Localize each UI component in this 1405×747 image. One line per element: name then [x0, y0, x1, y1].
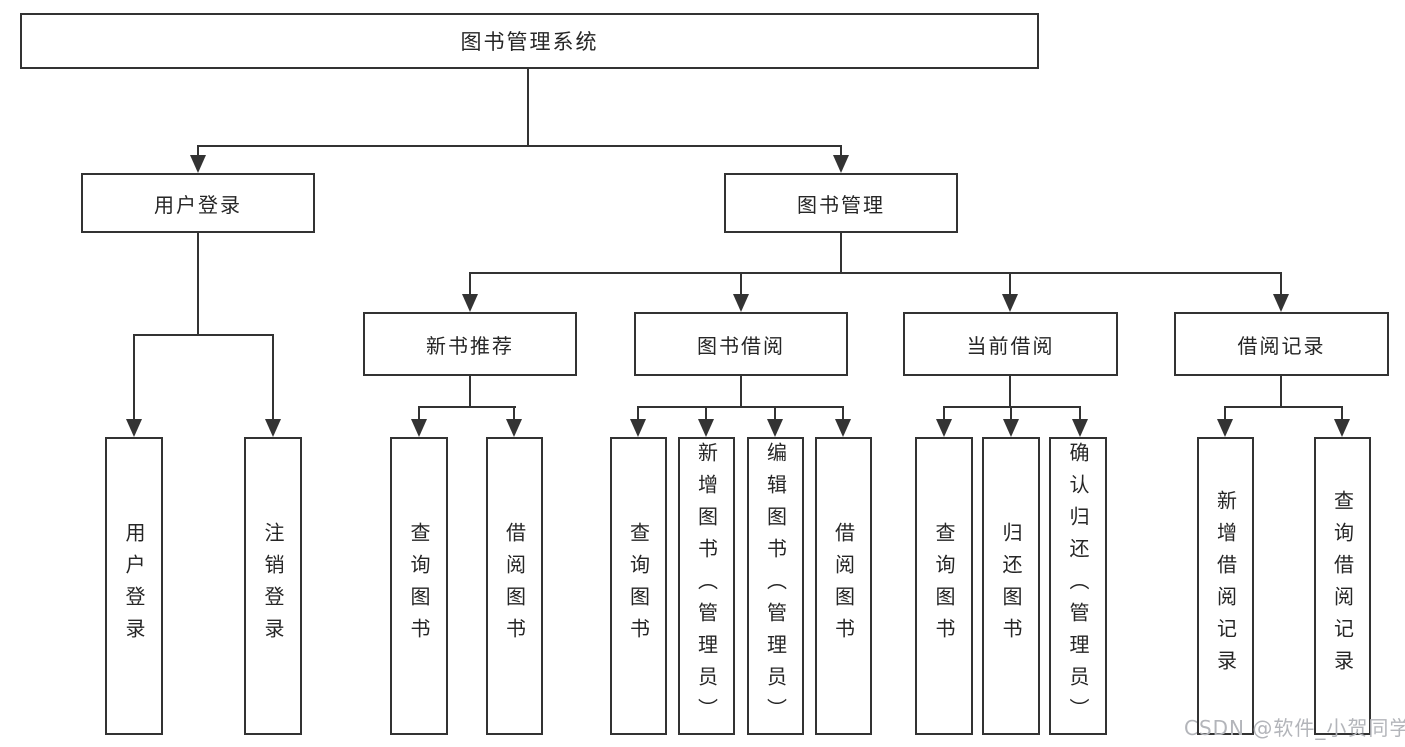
node-label: 当前借阅 — [966, 333, 1055, 358]
arrow-down-icon — [1334, 419, 1350, 437]
leaf-label: 查询借阅记录 — [1330, 490, 1355, 682]
connector-drop-leaf — [1224, 406, 1226, 420]
connector-drop-leaf — [1341, 406, 1343, 420]
node-library-management-system: 图书管理系统 — [20, 13, 1039, 69]
connector-user-login-stem — [197, 233, 199, 335]
leaf-edit-book-admin: 编辑图书（管理员） — [747, 437, 804, 735]
node-current-borrowing: 当前借阅 — [903, 312, 1118, 376]
leaf-label: 新增借阅记录 — [1213, 490, 1238, 682]
connector-drop-borrow-record — [1280, 272, 1282, 295]
connector-drop-leaf — [943, 406, 945, 420]
leaf-add-borrow-record: 新增借阅记录 — [1197, 437, 1254, 735]
connector-new-book-branch — [418, 406, 516, 408]
connector-book-mgmt-stem — [840, 233, 842, 273]
watermark-text: CSDN @软件_小贺同学 — [1184, 716, 1405, 740]
leaf-query-borrow-record: 查询借阅记录 — [1314, 437, 1371, 735]
leaf-label: 新增图书（管理员） — [694, 442, 719, 730]
leaf-logout: 注销登录 — [244, 437, 302, 735]
node-new-book-recommend: 新书推荐 — [363, 312, 577, 376]
node-label: 图书管理系统 — [460, 30, 599, 54]
node-label: 图书管理 — [797, 192, 885, 217]
node-label: 新书推荐 — [426, 333, 514, 358]
connector-drop-book-mgmt — [840, 145, 842, 156]
connector-book-borrow-stem — [740, 376, 742, 407]
node-label: 图书借阅 — [697, 333, 785, 358]
leaf-return-book: 归还图书 — [982, 437, 1040, 735]
connector-drop-login — [133, 334, 135, 420]
leaf-label: 用户登录 — [122, 522, 146, 650]
leaf-borrow-books: 借阅图书 — [815, 437, 872, 735]
connector-current-borrow-branch — [943, 406, 1081, 408]
arrow-down-icon — [411, 419, 427, 437]
leaf-confirm-return-admin: 确认归还（管理员） — [1049, 437, 1107, 735]
leaf-label: 注销登录 — [261, 522, 285, 650]
connector-user-login-branch — [133, 334, 274, 336]
leaf-label: 归还图书 — [999, 522, 1023, 650]
arrow-down-icon — [1273, 294, 1289, 312]
connector-drop-leaf — [1010, 406, 1012, 420]
arrow-down-icon — [733, 294, 749, 312]
node-book-borrowing: 图书借阅 — [634, 312, 848, 376]
leaf-label: 借阅图书 — [831, 522, 856, 650]
connector-drop-user-login — [197, 145, 199, 156]
connector-borrow-record-stem — [1280, 376, 1282, 407]
arrow-down-icon — [1003, 419, 1019, 437]
connector-drop-new-book — [469, 272, 471, 295]
arrow-down-icon — [630, 419, 646, 437]
connector-current-borrow-stem — [1009, 376, 1011, 407]
leaf-add-book-admin: 新增图书（管理员） — [678, 437, 735, 735]
connector-drop-current-borrow — [1009, 272, 1011, 295]
arrow-down-icon — [1002, 294, 1018, 312]
connector-drop-leaf — [418, 406, 420, 420]
leaf-user-login: 用户登录 — [105, 437, 163, 735]
arrow-down-icon — [835, 419, 851, 437]
connector-drop-leaf — [513, 406, 515, 420]
connector-drop-book-borrow — [740, 272, 742, 295]
leaf-label: 确认归还（管理员） — [1066, 442, 1090, 730]
leaf-query-books-recommend: 查询图书 — [390, 437, 448, 735]
arrow-down-icon — [1217, 419, 1233, 437]
connector-drop-leaf — [1079, 406, 1081, 420]
connector-drop-leaf — [774, 406, 776, 420]
connector-root-stem — [527, 69, 529, 146]
arrow-down-icon — [506, 419, 522, 437]
leaf-label: 借阅图书 — [502, 522, 527, 650]
node-book-management: 图书管理 — [724, 173, 958, 233]
leaf-query-books-current: 查询图书 — [915, 437, 973, 735]
node-user-login: 用户登录 — [81, 173, 315, 233]
connector-book-borrow-branch — [637, 406, 844, 408]
arrow-down-icon — [767, 419, 783, 437]
node-borrowing-records: 借阅记录 — [1174, 312, 1389, 376]
connector-new-book-stem — [469, 376, 471, 407]
connector-level3-branch — [469, 272, 1282, 274]
arrow-down-icon — [698, 419, 714, 437]
node-label: 借阅记录 — [1237, 333, 1326, 358]
connector-drop-leaf — [637, 406, 639, 420]
arrow-down-icon — [833, 155, 849, 173]
leaf-query-books-borrowing: 查询图书 — [610, 437, 667, 735]
arrow-down-icon — [190, 155, 206, 173]
connector-drop-leaf — [705, 406, 707, 420]
leaf-label: 查询图书 — [626, 522, 651, 650]
leaf-borrow-books-recommend: 借阅图书 — [486, 437, 543, 735]
leaf-label: 查询图书 — [407, 522, 431, 650]
arrow-down-icon — [1072, 419, 1088, 437]
connector-drop-logout — [272, 334, 274, 420]
arrow-down-icon — [462, 294, 478, 312]
leaf-label: 查询图书 — [932, 522, 956, 650]
connector-drop-leaf — [842, 406, 844, 420]
arrow-down-icon — [265, 419, 281, 437]
leaf-label: 编辑图书（管理员） — [763, 442, 788, 730]
node-label: 用户登录 — [154, 192, 242, 217]
arrow-down-icon — [126, 419, 142, 437]
connector-level2-branch — [197, 145, 842, 147]
connector-borrow-record-branch — [1224, 406, 1343, 408]
arrow-down-icon — [936, 419, 952, 437]
